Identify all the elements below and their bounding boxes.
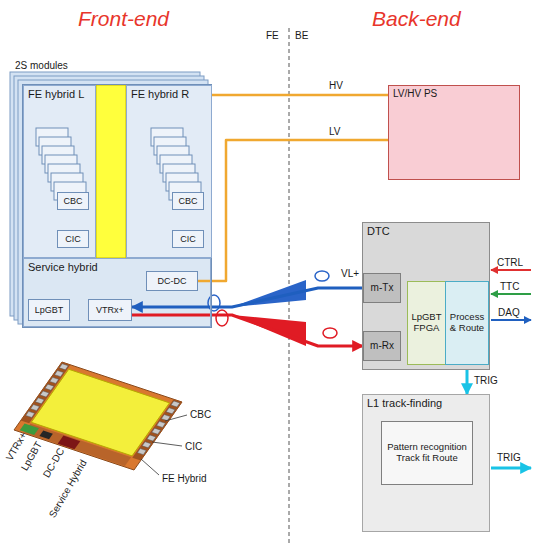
node-label: LV/HV PS (389, 86, 519, 102)
sensor-surface (31, 369, 169, 456)
chip-mark (31, 405, 40, 411)
fibre-loop (315, 271, 329, 281)
hybrid-fill (23, 85, 96, 258)
process-box: Process & Route (445, 281, 489, 365)
connector-label: HV (328, 80, 344, 92)
fibre-loop (216, 310, 228, 326)
leader-line (165, 415, 187, 421)
hybrid-box: FE hybrid L CBC CIC (23, 85, 96, 258)
fibre-loop (208, 295, 220, 311)
chip-mark (166, 408, 175, 414)
chip-part (39, 431, 52, 440)
process-box: Pattern recognition Track fit Route (381, 421, 473, 485)
part-name: DC-DC (41, 446, 68, 480)
connector (132, 315, 363, 346)
signal-name: TTC (500, 281, 519, 293)
node-label: m-Tx (369, 282, 396, 294)
sensor-band (96, 85, 126, 258)
node-label: CIC (63, 234, 83, 244)
transceiver-box: m-Tx (363, 273, 401, 303)
chip-mark (142, 442, 151, 448)
hybrid-fill (126, 85, 212, 258)
connector-label: TRIG (473, 375, 499, 387)
converter-part (58, 436, 81, 450)
connector (212, 94, 388, 97)
chip-mark (35, 398, 44, 404)
fpga-box: LpGBT FPGA (407, 281, 446, 365)
converter-box: DC-DC (146, 271, 198, 291)
chip-mark (50, 377, 59, 383)
node-label: DTC (363, 223, 489, 240)
chip-mark (152, 428, 161, 434)
signal-arrow (491, 319, 531, 321)
track-finder-box: L1 track-findingPattern recognition Trac… (362, 394, 490, 532)
node-label: L1 track-finding (363, 395, 489, 412)
signal-arrow (491, 467, 531, 470)
node-label: DC-DC (156, 276, 189, 286)
chip-box: CIC (172, 230, 204, 248)
signal-arrow (491, 269, 531, 271)
node-heading: 2S modules (11, 58, 72, 74)
leader-line (141, 459, 159, 475)
node-label: m-Rx (368, 340, 396, 352)
chip-mark (171, 401, 180, 407)
node-label: LpGBT FPGA (408, 312, 445, 334)
chip-mark (26, 411, 35, 417)
power-supply-box: LV/HV PS (388, 85, 520, 180)
node-label: CIC (178, 234, 198, 244)
chip-mark (157, 421, 166, 427)
hybrid-strip (21, 362, 71, 423)
service-hybrid-box: Service hybridDC-DCLpGBTVTRx+ (23, 258, 211, 327)
leader-line (152, 442, 182, 446)
chip-mark (55, 371, 64, 377)
signal-name: DAQ (498, 307, 520, 319)
node-label: Pattern recognition Track fit Route (382, 442, 472, 464)
dtc-box: DTC m-Tx m-Rx LpGBT FPGAProcess & Route (362, 222, 490, 370)
chip-mark (45, 384, 54, 390)
signal-name: TRIG (497, 452, 521, 464)
node-label: FE hybrid L (24, 86, 95, 103)
connector (198, 140, 388, 281)
fibre-loop (323, 328, 337, 338)
node-label: CBC (61, 196, 84, 206)
transceiver-box: VTRx+ (88, 299, 132, 321)
node-label: Process & Route (446, 312, 488, 334)
part-name: CIC (185, 441, 202, 453)
divider-label: FE (266, 30, 279, 42)
module-fill (22, 84, 212, 328)
signal-name: CTRL (497, 257, 523, 269)
signal-arrow (491, 293, 531, 295)
connector-label: VL+ (340, 268, 360, 280)
connector-label: LV (328, 126, 342, 138)
node-label: CBC (176, 196, 199, 206)
section-title: Front-end (78, 6, 169, 32)
link-chip-box: LpGBT (28, 299, 70, 321)
chip-mark (59, 364, 68, 370)
chip-mark (40, 391, 49, 397)
part-name: FE Hybrid (162, 473, 206, 485)
section-title: Back-end (372, 6, 461, 32)
chip-box: CBC (172, 192, 204, 210)
divider-line (289, 28, 290, 543)
chip-box: CIC (57, 230, 89, 248)
part-name: CBC (190, 409, 211, 421)
node-label: FE hybrid R (127, 86, 211, 103)
divider-label: BE (295, 30, 308, 42)
chip-box: CBC (57, 192, 89, 210)
module-outline: 2S modulesFE hybrid LCBCCICFE hybrid RCB… (22, 84, 212, 328)
chip-mark (137, 449, 146, 455)
node-label: LpGBT (33, 305, 66, 315)
chip-mark (147, 435, 156, 441)
service-hybrid-fill (23, 258, 211, 327)
hybrid-strip (132, 399, 182, 460)
hybrid-box: FE hybrid R CBC CIC (126, 85, 212, 258)
node-label: VTRx+ (94, 305, 126, 315)
transceiver-box: m-Rx (363, 331, 401, 361)
